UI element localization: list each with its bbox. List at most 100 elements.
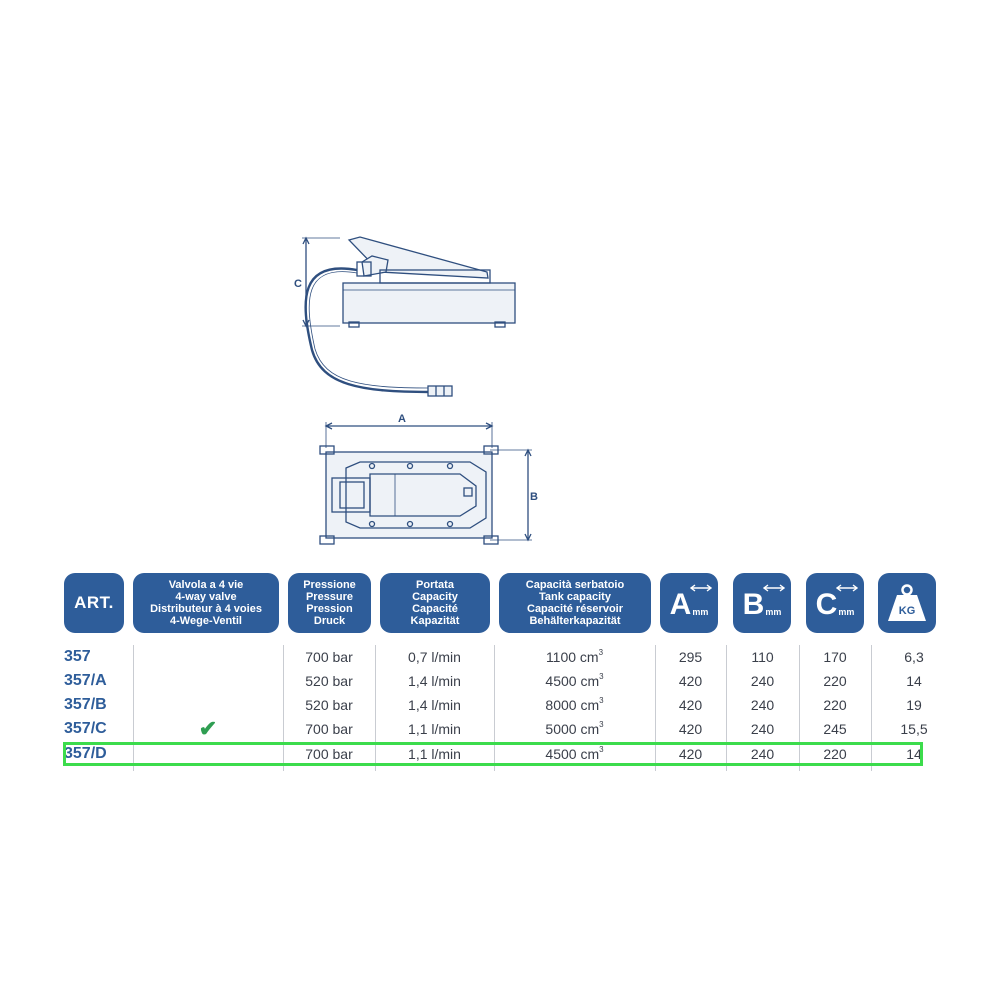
cell-dimension-c: 220	[799, 693, 871, 717]
header-art: ART.	[64, 573, 124, 633]
horizontal-arrow-icon	[690, 584, 712, 592]
table-row: 357/D 700 bar 1,1 l/min 4500 cm3 420 240 220 14	[64, 742, 924, 766]
header-weight: KG	[878, 573, 936, 633]
cell-pressure: 700 bar	[283, 717, 375, 741]
cell-valve	[133, 669, 283, 693]
cell-valve: ✔	[133, 717, 283, 741]
horizontal-arrow-icon	[836, 584, 858, 592]
cell-dimension-c: 245	[799, 717, 871, 741]
cell-dimension-b-text: 240	[750, 746, 775, 762]
cell-weight-text: 19	[906, 697, 922, 713]
horizontal-arrow-icon	[763, 584, 785, 592]
cell-tank-capacity-text: 5000 cm	[545, 721, 600, 737]
weight-icon: KG	[888, 584, 926, 621]
cell-capacity: 0,7 l/min	[375, 645, 494, 669]
dimension-b-label: B	[530, 491, 538, 503]
cell-weight: 19	[871, 693, 957, 717]
cell-dimension-b-text: 110	[751, 649, 774, 665]
cell-pressure: 520 bar	[283, 669, 375, 693]
cell-dimension-a: 420	[655, 669, 726, 693]
cell-dimension-b-text: 240	[750, 673, 775, 689]
side-view-drawing	[302, 236, 516, 397]
cell-dimension-a-text: 420	[678, 721, 703, 737]
cell-capacity: 1,1 l/min	[375, 717, 494, 741]
cell-art: 357/A	[64, 669, 128, 693]
cell-art: 357/D	[64, 742, 128, 766]
unit-exponent: 3	[599, 696, 604, 705]
cell-dimension-c: 220	[799, 742, 871, 766]
cell-art: 357/C	[64, 717, 128, 741]
technical-drawing: C A B	[294, 236, 538, 545]
unit-exponent: 3	[599, 672, 604, 681]
cell-pressure-text: 700 bar	[305, 746, 353, 762]
cell-dimension-a-text: 420	[678, 673, 703, 689]
cell-dimension-c-text: 170	[823, 649, 847, 665]
cell-weight-text: 6,3	[904, 649, 924, 665]
cell-pressure-text: 700 bar	[305, 721, 353, 737]
top-view-drawing	[319, 422, 532, 545]
cell-valve-text: ✔	[198, 716, 218, 741]
cell-tank-capacity-text: 8000 cm	[545, 697, 600, 713]
cell-pressure: 520 bar	[283, 693, 375, 717]
cell-dimension-b: 240	[726, 717, 799, 741]
cell-weight: 14	[871, 669, 957, 693]
cell-weight-text: 15,5	[900, 721, 928, 737]
unit-exponent: 3	[599, 745, 604, 754]
cell-capacity: 1,4 l/min	[375, 669, 494, 693]
cell-dimension-a: 420	[655, 693, 726, 717]
header-pressure: Pressione Pressure Pression Druck	[288, 573, 371, 633]
column-divider	[726, 645, 727, 771]
cell-art-text: 357/A	[64, 672, 107, 689]
cell-tank-capacity: 1100 cm3	[494, 645, 655, 669]
header-valve: Valvola a 4 vie 4-way valve Distributeur…	[133, 573, 279, 633]
unit-exponent: 3	[599, 720, 604, 729]
cell-capacity-text: 1,4 l/min	[408, 673, 461, 689]
cell-weight: 14	[871, 742, 957, 766]
header-tank-capacity: Capacità serbatoio Tank capacity Capacit…	[499, 573, 651, 633]
cell-art-text: 357/C	[64, 720, 107, 737]
cell-dimension-a-text: 295	[678, 649, 703, 665]
cell-pressure: 700 bar	[283, 742, 375, 766]
cell-dimension-a: 295	[655, 645, 726, 669]
cell-dimension-a-text: 420	[678, 697, 703, 713]
cell-pressure-text: 520 bar	[305, 697, 353, 713]
column-divider	[133, 645, 134, 771]
column-divider	[799, 645, 800, 771]
cell-tank-capacity-text: 1100 cm	[545, 649, 599, 665]
cell-tank-capacity: 4500 cm3	[494, 742, 655, 766]
cell-weight-text: 14	[906, 746, 922, 762]
cell-tank-capacity: 8000 cm3	[494, 693, 655, 717]
cell-weight-text: 14	[906, 673, 922, 689]
cell-capacity-text: 1,4 l/min	[408, 697, 461, 713]
column-divider	[494, 645, 495, 771]
cell-dimension-c-text: 220	[823, 746, 847, 762]
cell-tank-capacity: 5000 cm3	[494, 717, 655, 741]
table-row: 357 700 bar 0,7 l/min 1100 cm3 295 110 170 6,3	[64, 645, 924, 669]
cell-dimension-c-text: 220	[823, 697, 847, 713]
cell-art: 357/B	[64, 693, 128, 717]
cell-capacity-text: 1,1 l/min	[408, 746, 461, 762]
cell-tank-capacity: 4500 cm3	[494, 669, 655, 693]
cell-dimension-a-text: 420	[678, 746, 703, 762]
column-divider	[375, 645, 376, 771]
cell-pressure: 700 bar	[283, 645, 375, 669]
cell-pressure-text: 700 bar	[305, 649, 353, 665]
cell-capacity: 1,1 l/min	[375, 742, 494, 766]
header-capacity: Portata Capacity Capacité Kapazität	[380, 573, 490, 633]
column-divider	[871, 645, 872, 771]
cell-tank-capacity-text: 4500 cm	[545, 746, 600, 762]
cell-dimension-a: 420	[655, 717, 726, 741]
cell-weight: 15,5	[871, 717, 957, 741]
row-highlight-357-d	[63, 742, 923, 766]
cell-dimension-c: 170	[799, 645, 871, 669]
cell-capacity-text: 1,1 l/min	[408, 721, 461, 737]
cell-art-text: 357/B	[64, 696, 107, 713]
cell-capacity-text: 0,7 l/min	[408, 649, 461, 665]
dimension-a-label: A	[398, 413, 406, 425]
cell-art: 357	[64, 645, 128, 669]
